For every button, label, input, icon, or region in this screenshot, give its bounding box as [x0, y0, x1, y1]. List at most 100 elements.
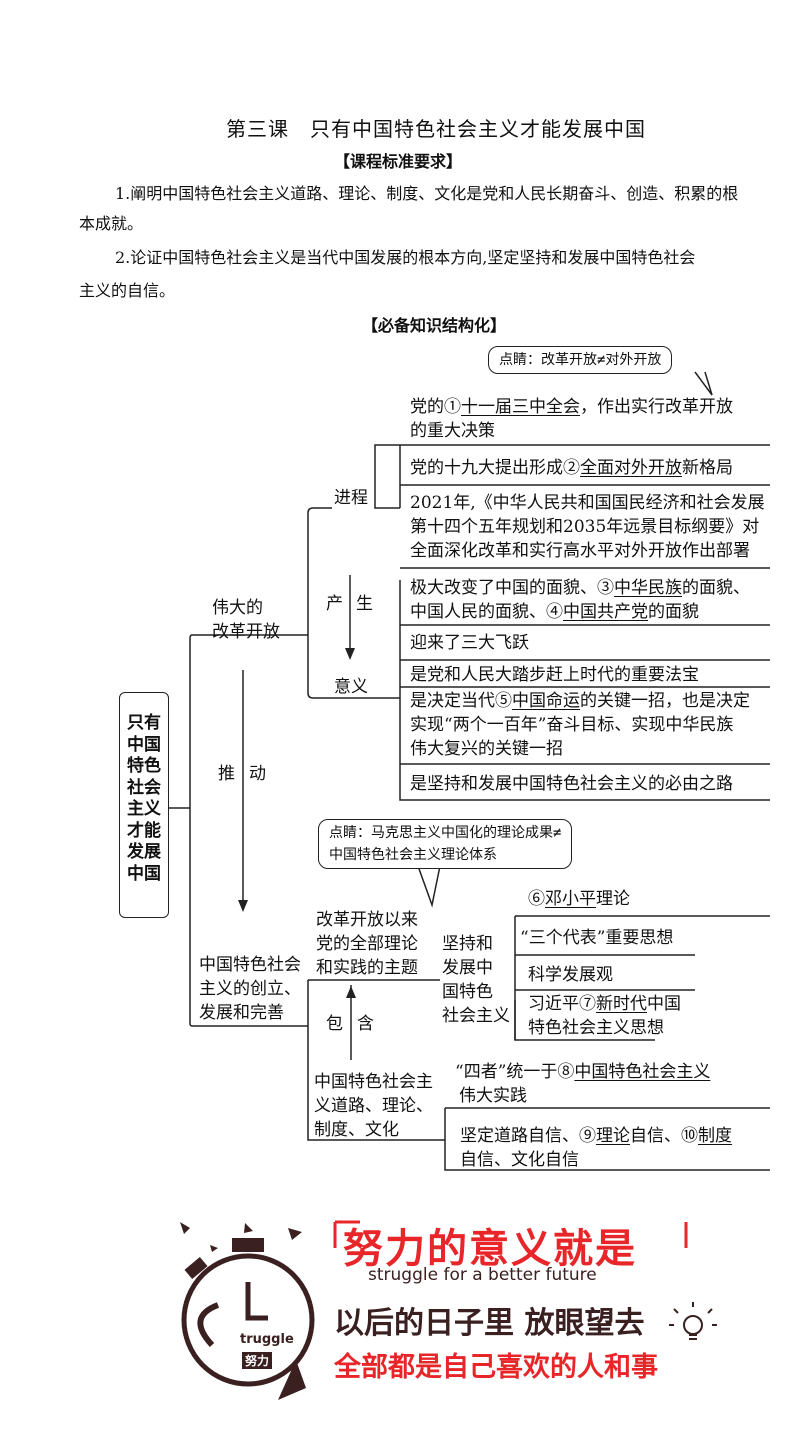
clock-tag: 努力: [242, 1352, 273, 1369]
progress-label: 进程: [334, 488, 368, 508]
progress-item-1: 党的①十一届三中全会，作出实行改革开放 的重大决策: [410, 395, 733, 443]
adhere-line1: 坚持和: [442, 934, 493, 954]
p3-line1: 2021年,《中华人民共和国国民经济和社会发展: [410, 493, 765, 513]
m1-l1-b: 的面貌、: [682, 578, 750, 598]
road-line1: 中国特色社会主: [314, 1072, 433, 1092]
road-item-2: 坚定道路自信、⑨理论自信、⑩制度 自信、文化自信: [460, 1124, 732, 1172]
bird-icons: [180, 1222, 302, 1252]
p2-post: 新格局: [682, 458, 733, 478]
meaning-item-2: 迎来了三大飞跃: [410, 633, 529, 653]
theme-line1: 改革开放以来: [316, 910, 418, 930]
note-reform-vs-opening: 点睛：改革开放≠对外开放: [488, 346, 673, 374]
adhere-line2: 发展中: [442, 958, 493, 978]
adhere-line3: 国特色: [442, 982, 493, 1002]
m4-l3: 伟大复兴的关键一招: [410, 739, 563, 759]
m1-l2-b: 的面貌: [648, 602, 699, 622]
push-char-2: 动: [249, 764, 266, 784]
theory-item-4: 习近平⑦新时代中国 特色社会主义思想: [528, 992, 681, 1040]
adhere-label: 坚持和 发展中 国特色 社会主义: [442, 932, 510, 1028]
req2-line1: 2.论证中国特色社会主义是当代中国发展的根本方向,坚定坚持和发展中国特色社会: [115, 248, 696, 267]
p3-line2: 第十四个五年规划和2035年远景目标纲要》对: [410, 517, 760, 537]
r2-l1-key2: 制度: [698, 1126, 732, 1146]
m4-l1-a: 是决定当代⑤: [410, 691, 512, 711]
m1-l1-a: 极大改变了中国的面貌、③: [410, 578, 614, 598]
standard-header: 【课程标准要求】: [334, 152, 463, 171]
p2-pre: 党的十九大提出形成②: [410, 458, 580, 478]
m4-l1-key: 中国命运: [512, 691, 580, 711]
adhere-line4: 社会主义: [442, 1006, 510, 1026]
r2-l1-key1: 理论: [596, 1126, 630, 1146]
road-line2: 义道路、理论、: [314, 1096, 433, 1116]
t1-post: 理论: [596, 889, 630, 909]
reform-label-line1: 伟大的: [212, 598, 263, 618]
produce-char-2: 生: [356, 594, 373, 614]
t1-pre: ⑥: [528, 889, 545, 909]
p1-post: ，作出实行改革开放: [580, 397, 733, 417]
road-label: 中国特色社会主 义道路、理论、 制度、文化: [314, 1070, 433, 1142]
t1-key: 邓小平: [545, 889, 596, 909]
structure-header: 【必备知识结构化】: [362, 316, 507, 335]
t4-l2: 特色社会主义思想: [528, 1018, 664, 1038]
req1-line1: 1.阐明中国特色社会主义道路、理论、制度、文化是党和人民长期奋斗、创造、积累的根: [115, 184, 739, 203]
theory-item-2: “三个代表”重要思想: [520, 928, 674, 948]
meaning-item-1: 极大改变了中国的面貌、③中华民族的面貌、 中国人民的面貌、④中国共产党的面貌: [410, 576, 750, 624]
push-char-1: 推: [218, 764, 235, 784]
theory-item-3: 科学发展观: [528, 965, 613, 985]
produce-char-1: 产: [326, 594, 343, 614]
socialism-label-line3: 发展和完善: [199, 1003, 284, 1023]
motto-subtitle: struggle for a better future: [368, 1265, 597, 1285]
t4-l1-b: 中国: [647, 994, 681, 1014]
lightbulb-icon: [669, 1302, 717, 1340]
t4-l1-key: 新时代: [596, 994, 647, 1014]
reform-label: 伟大的 改革开放: [212, 596, 280, 644]
stopwatch-icon: [181, 1238, 315, 1400]
m1-l1-key: 中华民族: [614, 578, 682, 598]
reform-label-line2: 改革开放: [212, 622, 280, 642]
theme-label: 改革开放以来 党的全部理论 和实践的主题: [316, 908, 418, 980]
socialism-label: 中国特色社会 主义的创立、 发展和完善: [199, 953, 301, 1025]
r2-l2: 自信、文化自信: [460, 1150, 579, 1170]
road-line3: 制度、文化: [314, 1120, 399, 1140]
note2-line1: 点睛：马克思主义中国化的理论成果≠: [329, 825, 562, 841]
m4-l1-b: 的关键一招，也是决定: [580, 691, 750, 711]
req2-line2: 主义的自信。: [79, 281, 176, 300]
theory-item-1: ⑥邓小平理论: [528, 887, 630, 911]
r1-l1-key: 中国特色社会主义: [574, 1062, 711, 1082]
meaning-item-3: 是党和人民大踏步赶上时代的重要法宝: [410, 665, 699, 685]
motto-line1: 以后的日子里 放眼望去: [334, 1306, 645, 1341]
socialism-label-line2: 主义的创立、: [199, 979, 301, 999]
p1-line2: 的重大决策: [410, 421, 495, 441]
contain-char-2: 含: [357, 1014, 374, 1034]
lesson-title: 第三课 只有中国特色社会主义才能发展中国: [226, 117, 646, 141]
contain-char-1: 包: [326, 1014, 343, 1034]
meaning-label: 意义: [334, 677, 368, 697]
r1-l1-a: “四者”统一于⑧: [455, 1062, 575, 1082]
clock-word: truggle: [240, 1332, 294, 1347]
meaning-item-4: 是决定当代⑤中国命运的关键一招，也是决定 实现“两个一百年”奋斗目标、实现中华民…: [410, 689, 750, 761]
p2-key: 全面对外开放: [580, 458, 682, 478]
meaning-item-5: 是坚持和发展中国特色社会主义的必由之路: [410, 774, 733, 794]
root-node: 只有中国特色社会主义才能发展中国: [119, 692, 169, 918]
r2-l1-b: 自信、⑩: [630, 1126, 698, 1146]
req1-line2: 本成就。: [79, 214, 144, 233]
r2-l1-a: 坚定道路自信、⑨: [460, 1126, 596, 1146]
m1-l2-a: 中国人民的面貌、④: [410, 602, 563, 622]
road-item-1: “四者”统一于⑧中国特色社会主义 伟大实践: [455, 1060, 710, 1108]
progress-item-3: 2021年,《中华人民共和国国民经济和社会发展 第十四个五年规划和2035年远景…: [410, 491, 765, 563]
theme-line3: 和实践的主题: [316, 958, 418, 978]
motto-line2: 全部都是自己喜欢的人和事: [334, 1352, 658, 1383]
theme-line2: 党的全部理论: [316, 934, 418, 954]
p1-pre: 党的①: [410, 397, 461, 417]
t4-l1-a: 习近平⑦: [528, 994, 596, 1014]
progress-item-2: 党的十九大提出形成②全面对外开放新格局: [410, 456, 733, 480]
note2-line2: 中国特色社会主义理论体系: [329, 847, 497, 863]
bracket-left: [333, 1220, 360, 1248]
p3-line3: 全面深化改革和实行高水平对外开放作出部署: [410, 541, 750, 561]
socialism-label-line1: 中国特色社会: [199, 955, 301, 975]
m1-l2-key: 中国共产党: [563, 602, 648, 622]
motto-title: 努力的意义就是: [343, 1226, 637, 1272]
r1-l2: 伟大实践: [459, 1086, 527, 1106]
m4-l2: 实现“两个一百年”奋斗目标、实现中华民族: [410, 715, 734, 735]
